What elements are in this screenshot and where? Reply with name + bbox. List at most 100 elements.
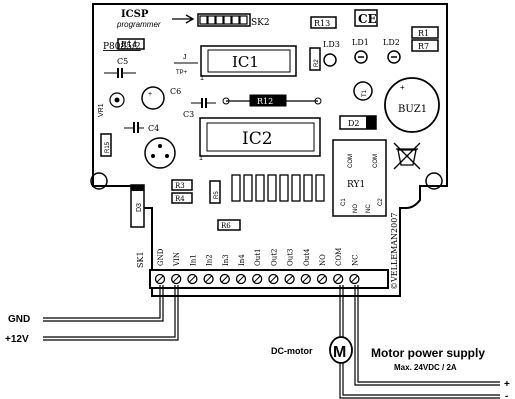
- terminal-label: Out1: [254, 248, 262, 266]
- terminal-screw-slot: [237, 275, 245, 283]
- supply-plus-label: +: [504, 379, 510, 390]
- led-ld2: LD2: [383, 38, 401, 64]
- svg-text:VR1: VR1: [98, 103, 105, 117]
- svg-text:NC: NC: [366, 204, 372, 213]
- icsp-arrow: [172, 14, 195, 24]
- header-label: SK2: [251, 18, 270, 28]
- resistor-r3: R3: [171, 179, 193, 191]
- terminal-label: NC: [351, 255, 359, 266]
- svg-text:IC1: IC1: [232, 53, 259, 71]
- ic1: IC1 1: [200, 45, 297, 82]
- terminal-label: VIN: [173, 252, 181, 267]
- resistor-array: [231, 174, 325, 202]
- terminal-screw-slot: [270, 275, 277, 283]
- svg-text:IC2: IC2: [242, 129, 273, 149]
- terminal-screw-slot: [302, 275, 310, 283]
- svg-text:R4: R4: [175, 195, 185, 203]
- svg-text:R3: R3: [175, 182, 185, 190]
- terminal-label: In2: [206, 254, 214, 266]
- mount-hole-top-right: [425, 172, 443, 190]
- terminal-screw-slot: [205, 275, 212, 283]
- terminal-label: GND: [157, 248, 165, 266]
- terminal-label: NO: [319, 254, 327, 266]
- terminal-screw-slot: [156, 275, 164, 283]
- terminal-screws: [154, 273, 360, 285]
- resistor-r13: R13: [310, 16, 337, 29]
- resistor-r6: R6: [217, 219, 241, 231]
- svg-text:NO: NO: [353, 204, 359, 213]
- svg-text:R12: R12: [257, 97, 273, 106]
- svg-text:C4: C4: [148, 124, 159, 133]
- svg-text:R6: R6: [221, 222, 231, 230]
- capacitor-c4: C4: [124, 122, 159, 133]
- svg-text:R14: R14: [121, 40, 137, 49]
- resistor-r4: R4: [171, 192, 193, 204]
- regulator: [144, 137, 176, 169]
- svg-text:C5: C5: [117, 57, 128, 66]
- terminal-screw-slot: [286, 275, 293, 283]
- svg-text:RY1: RY1: [347, 180, 365, 190]
- wire-motor: [339, 285, 500, 399]
- wire-gnd: [43, 285, 164, 322]
- weee-bin-icon: [393, 142, 421, 170]
- potentiometer-vr1: VR1: [98, 92, 125, 117]
- ic2: IC2 1: [199, 117, 321, 162]
- svg-text:T1: T1: [362, 89, 368, 97]
- transistor-t1: T1: [353, 81, 373, 101]
- terminal-screw-slot: [334, 275, 342, 283]
- svg-text:C6: C6: [170, 87, 181, 96]
- svg-text:LD2: LD2: [383, 38, 400, 47]
- capacitor-c3: C3: [183, 98, 216, 119]
- dc-motor-symbol: M: [329, 336, 353, 364]
- svg-text:COM: COM: [348, 154, 354, 168]
- svg-text:D2: D2: [348, 119, 360, 128]
- ce-mark: CE: [354, 9, 378, 27]
- led-ld3: LD3: [323, 40, 340, 67]
- dc-motor-label: DC-motor: [271, 346, 313, 356]
- svg-text:C2: C2: [378, 198, 384, 206]
- svg-text:1: 1: [200, 75, 204, 82]
- svg-text:1: 1: [199, 155, 203, 162]
- led-ld1: LD1: [352, 38, 369, 64]
- supply-title: Motor power supply: [371, 346, 485, 360]
- board-id: P8085/2: [103, 42, 141, 52]
- svg-text:COM: COM: [373, 154, 379, 168]
- copyright-credit: ©VELLEMAN2007: [390, 213, 399, 290]
- terminal-label: In3: [222, 254, 230, 266]
- terminal-screw-slot: [253, 275, 261, 283]
- resistor-r2: R2: [309, 47, 321, 71]
- terminal-block-label: SK1: [136, 251, 145, 268]
- supply-minus-label: -: [505, 391, 508, 399]
- terminal-label: COM: [335, 248, 343, 266]
- svg-text:TP+: TP+: [176, 70, 188, 76]
- resistor-r1: R1: [411, 26, 439, 39]
- wire-12v: [43, 285, 179, 341]
- terminal-screw-slot: [172, 275, 180, 283]
- diode-d2: D2: [339, 115, 377, 130]
- supply-subtitle: Max. 24VDC / 2A: [394, 363, 457, 372]
- svg-text:R15: R15: [105, 141, 111, 153]
- resistor-r12: R12: [222, 94, 322, 107]
- svg-text:C1: C1: [341, 198, 347, 206]
- svg-text:R7: R7: [418, 42, 429, 51]
- terminal-label: Out3: [287, 248, 295, 266]
- svg-text:R2: R2: [314, 59, 320, 67]
- svg-text:LD1: LD1: [352, 38, 369, 47]
- terminal-label: Out2: [270, 248, 278, 266]
- svg-text:D3: D3: [136, 203, 143, 212]
- diode-d3: D3: [130, 184, 145, 228]
- svg-text:R13: R13: [314, 19, 330, 28]
- icsp-pins: [199, 15, 248, 25]
- capacitor-c5: C5: [104, 57, 136, 78]
- resistor-r14: R14: [117, 38, 145, 50]
- mount-hole-top-left: [90, 172, 108, 190]
- resistor-r5: R5: [209, 180, 221, 204]
- terminal-label: In1: [189, 254, 197, 266]
- svg-text:CE: CE: [358, 12, 377, 26]
- terminal-label: Out4: [303, 248, 311, 266]
- svg-text:R5: R5: [214, 191, 220, 199]
- wire-supply: [354, 285, 500, 386]
- relay-ry1: RY1 COM COM C1 C2 NO NC: [332, 139, 387, 217]
- terminal-screw-slot: [221, 275, 229, 283]
